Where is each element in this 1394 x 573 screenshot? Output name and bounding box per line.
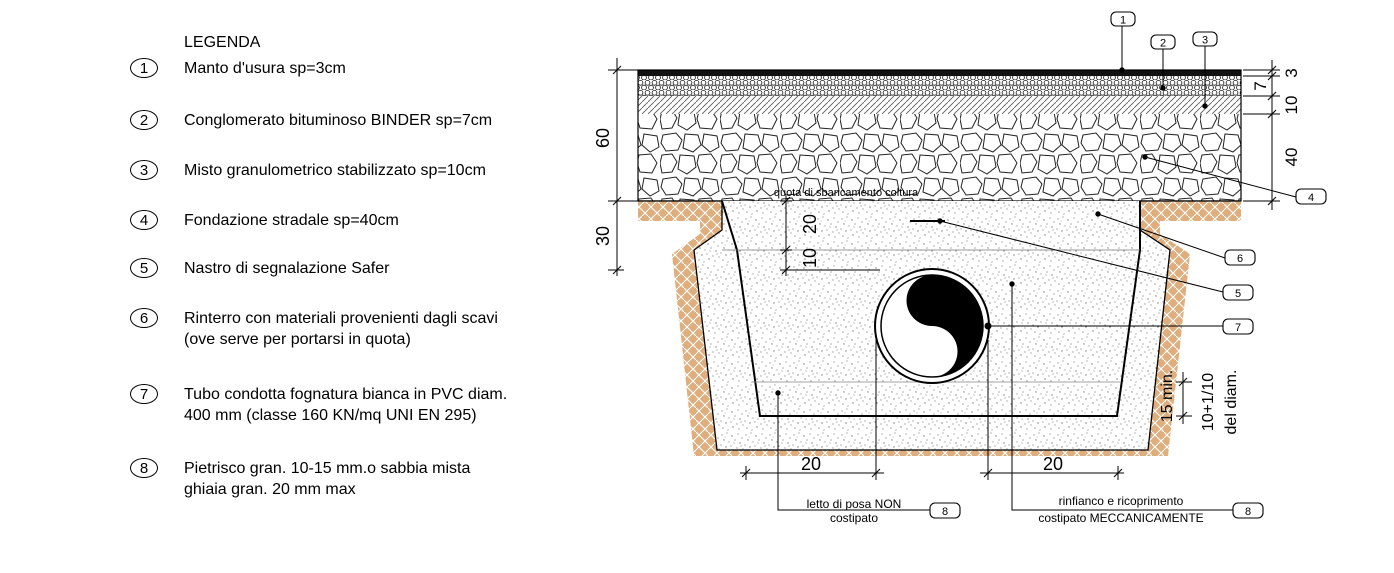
annotation-quota: quota di sbancamento coltura [774,187,919,199]
legend-text-line: Pietrisco gran. 10-15 mm.o sabbia mista [184,460,471,477]
callout-6: 6 [1224,249,1256,266]
dim-left-60: 60 [593,128,613,148]
legend-number: 3 [130,160,158,180]
legend-text-line: Nastro di segnalazione Safer [184,260,390,277]
layer-1-manto [638,70,1241,76]
dim-bottom-20-right: 20 [1043,454,1063,474]
callout-8-left: 8 [929,502,961,519]
callout-7: 7 [1222,318,1254,335]
callout-7-label: 7 [1235,322,1241,334]
legend-number: 8 [130,458,158,478]
dim-bed-b: del diam. [1223,370,1240,435]
legend-title: LEGENDA [184,34,261,51]
legend-text: Misto granulometrico stabilizzato sp=10c… [184,160,486,181]
callout-4-label: 4 [1308,192,1314,204]
legend-text: Rinterro con materiali provenienti dagli… [184,308,498,350]
pipe-symbol [874,268,990,384]
annotation-letto-2: costipato [830,511,878,525]
annotation-rinfianco-2: costipato MECCANICAMENTE [1038,511,1203,525]
legend-text: Fondazione stradale sp=40cm [184,210,399,231]
callout-8-left-label: 8 [942,506,948,518]
legend-text-line: Rinterro con materiali provenienti dagli… [184,310,498,327]
layer-2-binder [638,76,1241,96]
legend-text-line: Fondazione stradale sp=40cm [184,212,399,229]
callout-5-label: 5 [1235,288,1241,300]
layer-3-misto [638,96,1241,114]
dim-bottom-20-left: 20 [801,454,821,474]
legend-text-line: Manto d'usura sp=3cm [184,60,346,77]
legend-text-line: Tubo condotta fognatura bianca in PVC di… [184,386,508,403]
callout-4: 4 [1295,188,1327,205]
legend-text-line: (ove serve per portarsi in quota) [184,331,411,348]
dim-right-3: 3 [1282,68,1301,77]
annotation-letto-1: letto di posa NON [807,497,902,511]
dim-bed-a: 10+1/10 [1200,373,1217,431]
dim-inner-10: 10 [800,248,820,268]
callout-2-label: 2 [1160,38,1166,50]
legend-text: Nastro di segnalazione Safer [184,258,389,279]
dim-right-7: 7 [1251,81,1270,90]
dim-right-10: 10 [1282,96,1301,115]
legend-number: 5 [130,258,158,278]
annotation-rinfianco-1: rinfianco e ricoprimento [1059,494,1184,508]
callout-8-right: 8 [1232,502,1264,519]
legend-number: 4 [130,210,158,230]
legend-text: Manto d'usura sp=3cm [184,58,346,79]
legend-number: 1 [130,58,158,78]
excavation-outline [721,200,1141,417]
legend-text-line: ghiaia gran. 20 mm max [184,481,356,498]
dim-left-30: 30 [593,226,613,246]
soil-herringbone [638,201,1241,456]
legend-text-line: Misto granulometrico stabilizzato sp=10c… [184,162,486,179]
legend-text: Pietrisco gran. 10-15 mm.o sabbia mista g… [184,458,470,500]
layer-4-fondazione [638,114,1241,201]
callout-2: 2 [1150,34,1176,50]
callout-3: 3 [1192,31,1218,47]
legend-number: 6 [130,308,158,328]
dim-15-min: 15 min. [1159,370,1176,422]
dim-inner-20: 20 [800,214,820,234]
callout-3-label: 3 [1202,35,1208,47]
legend-text: Tubo condotta fognatura bianca in PVC di… [184,384,507,426]
legend-text-line: 400 mm (classe 160 KN/mq UNI EN 295) [184,407,477,424]
legend-number: 7 [130,384,158,404]
callout-1: 1 [1110,11,1136,27]
dim-right-40: 40 [1282,148,1301,167]
legend-text-line: Conglomerato bituminoso BINDER sp=7cm [184,112,493,129]
callout-6-label: 6 [1237,253,1243,265]
legend-text: Conglomerato bituminoso BINDER sp=7cm [184,110,492,131]
callout-8-right-label: 8 [1245,506,1251,518]
callout-5: 5 [1222,284,1254,301]
callout-1-label: 1 [1120,15,1126,27]
legend-number: 2 [130,110,158,130]
